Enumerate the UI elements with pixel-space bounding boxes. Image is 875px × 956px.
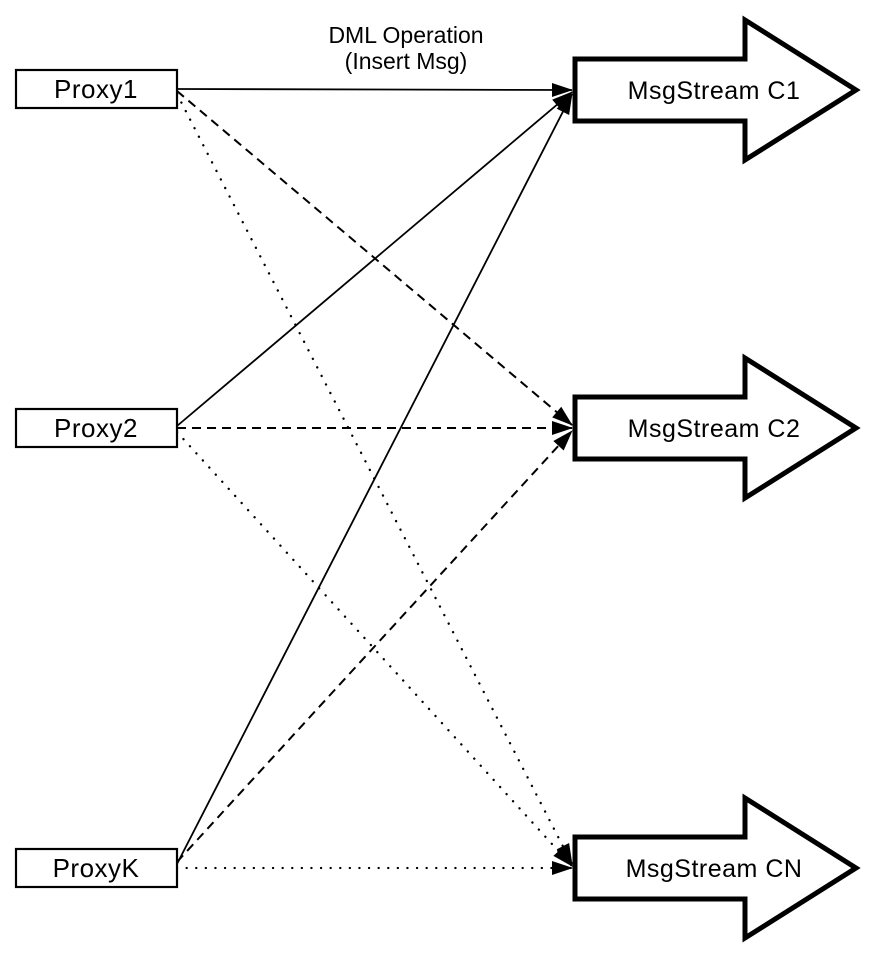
connector-proxyk-to-c2-dashed	[176, 430, 573, 863]
msgstream-cn-arrow-shape	[572, 793, 861, 943]
node-proxy1: Proxy1	[14, 68, 179, 110]
connector-proxy1-to-cn-dotted	[175, 92, 574, 866]
proxy1-label: Proxy1	[54, 74, 138, 104]
node-proxy2: Proxy2	[14, 407, 179, 449]
msgstream-nodes: MsgStream C1 MsgStream C2 MsgStream CN	[572, 15, 861, 943]
connector-proxy1-to-c2-dashed	[176, 90, 573, 426]
proxy1-box	[14, 68, 179, 110]
connector-proxy1-to-c1-solid	[176, 82, 573, 97]
msgstream-c1-arrow-shape	[572, 15, 861, 165]
msgstream-c2-arrow-shape	[572, 353, 861, 503]
msgstream-c2-label: MsgStream C2	[628, 415, 801, 443]
node-msgstream-c1: MsgStream C1	[572, 15, 861, 165]
connector-lines	[175, 82, 574, 875]
proxy2-box	[14, 407, 179, 449]
node-msgstream-cn: MsgStream CN	[572, 793, 861, 943]
proxyk-box	[14, 847, 179, 889]
edge-label-line2: (Insert Msg)	[345, 48, 468, 74]
node-msgstream-c2: MsgStream C2	[572, 353, 861, 503]
edge-label-dml-operation: DML Operation (Insert Msg)	[328, 22, 483, 74]
node-proxyk: ProxyK	[14, 847, 179, 889]
proxy2-label: Proxy2	[54, 413, 138, 443]
msgstream-cn-label: MsgStream CN	[626, 855, 803, 883]
edge-label-line1: DML Operation	[328, 22, 483, 48]
connector-proxy2-to-cn-dotted	[175, 430, 574, 868]
msgstream-c1-label: MsgStream C1	[628, 77, 801, 105]
proxyk-label: ProxyK	[53, 853, 140, 883]
proxy-nodes: Proxy1 Proxy2 ProxyK	[14, 68, 179, 889]
